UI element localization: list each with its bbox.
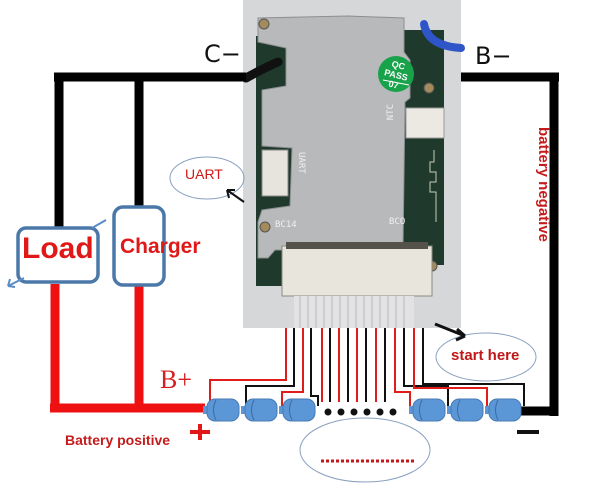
pcb-trace — [429, 150, 437, 222]
ellipsis-dot — [337, 408, 345, 416]
ellipsis-dot — [376, 408, 384, 416]
uart-callout-arrow — [226, 189, 245, 203]
omitted-cells-ellipse — [299, 417, 431, 483]
charger-box — [112, 205, 166, 287]
screw-mid-left — [259, 221, 271, 233]
ellipsis-dot — [389, 408, 397, 416]
start-here-label: start here — [451, 347, 520, 364]
load-label: Load — [22, 232, 94, 265]
ribbon-lines — [299, 296, 405, 328]
ellipsis-dot — [363, 408, 371, 416]
ribbon-cable — [294, 296, 414, 328]
qc-pass-sticker — [378, 56, 414, 92]
ntc-connector — [405, 107, 445, 139]
battery-cell — [279, 398, 316, 422]
ellipsis-dot — [324, 408, 332, 416]
silkscreen-bc14: BC14 — [275, 220, 297, 230]
b-minus-label: B− — [475, 42, 512, 70]
battery-cell — [485, 398, 522, 422]
uart-label: UART — [185, 166, 223, 182]
load-box — [16, 226, 100, 284]
uart-connector — [261, 149, 289, 197]
cells-right-group — [409, 398, 522, 422]
silkscreen-bc0: BCO — [389, 217, 406, 227]
screw-top-left — [258, 18, 270, 30]
cells-left-group — [203, 398, 316, 422]
metal-shield — [257, 15, 411, 259]
silkscreen-uart: UART — [296, 152, 306, 174]
load-arrow-in — [91, 219, 107, 229]
b-minus-blue-cable — [420, 20, 465, 52]
screw-right — [423, 82, 435, 94]
start-here-ellipse — [435, 332, 537, 382]
balance-connector — [281, 245, 433, 297]
uart-callout-ellipse — [169, 156, 245, 200]
charger-label: Charger — [120, 235, 201, 258]
silkscreen-ntc: NTC — [386, 104, 396, 121]
battery-cell — [409, 398, 446, 422]
b-minus-wiring — [461, 72, 559, 416]
positive-wiring — [50, 284, 205, 413]
c-minus-black-cable — [241, 57, 283, 83]
ellipsis-dot — [350, 408, 358, 416]
balance-connector-pins — [286, 242, 428, 249]
b-plus-label: B+ — [160, 365, 193, 394]
qc-sticker-divider — [382, 79, 410, 86]
battery-cell — [203, 398, 240, 422]
battery-cell — [447, 398, 484, 422]
battery-cell — [241, 398, 278, 422]
battery-positive-label: Battery positive — [65, 432, 171, 448]
c-minus-wiring — [54, 72, 246, 228]
start-here-arrow — [434, 322, 466, 342]
battery-negative-label: battery negative — [535, 126, 553, 243]
cell-ellipsis-dots — [324, 408, 397, 416]
c-minus-label: C− — [204, 40, 241, 68]
balance-wires — [209, 328, 525, 408]
plus-sign-icon — [190, 424, 210, 440]
load-arrow-out — [7, 277, 25, 288]
